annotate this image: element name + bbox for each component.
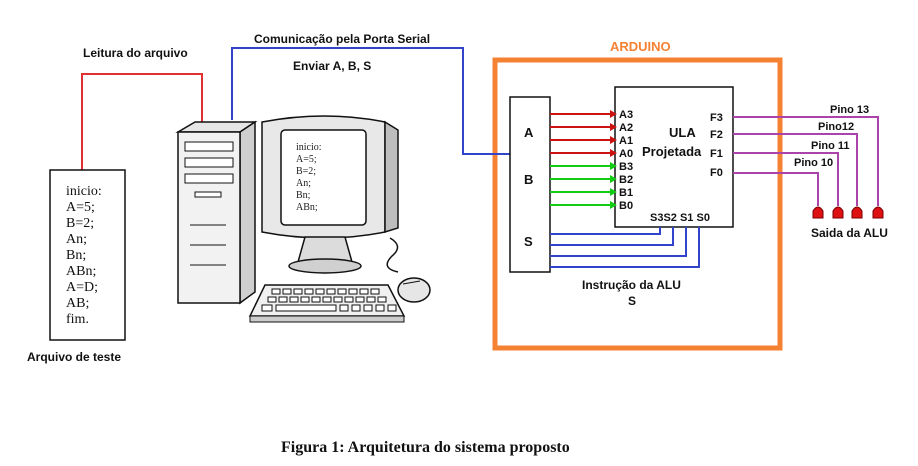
alu-output-label: F3 bbox=[710, 112, 723, 124]
mouse-icon bbox=[386, 237, 431, 303]
alu-title-line1: ULA bbox=[669, 125, 696, 140]
f-output-lines bbox=[733, 116, 879, 206]
a-input-lines bbox=[550, 110, 617, 157]
pin-label: Pino 10 bbox=[794, 157, 833, 169]
arduino-frame bbox=[492, 57, 783, 351]
alu-output-labels: F3 F2 F1 F0 bbox=[710, 112, 723, 179]
alu-input-label: A2 bbox=[619, 122, 633, 134]
test-file-paper bbox=[49, 169, 126, 341]
led-icon bbox=[812, 206, 824, 219]
alu-instruction-label: Instrução da ALU bbox=[582, 278, 681, 292]
alu-box bbox=[614, 86, 734, 228]
test-file-content: inicio: A=5; B=2; An; Bn; ABn; A=D; AB; … bbox=[66, 184, 102, 327]
alu-input-label: B1 bbox=[619, 187, 633, 199]
alu-output-label: F0 bbox=[710, 167, 723, 179]
alu-input-label: A0 bbox=[619, 148, 633, 160]
led-icon bbox=[851, 206, 863, 219]
alu-input-label: A1 bbox=[619, 135, 633, 147]
monitor-line: inicio: bbox=[296, 142, 322, 153]
test-file-line: A=D; bbox=[66, 280, 98, 295]
test-file-line: ABn; bbox=[66, 264, 96, 279]
alu-output-label: Saida da ALU bbox=[811, 226, 888, 240]
test-file-line: B=2; bbox=[66, 216, 94, 231]
monitor-line: An; bbox=[296, 178, 311, 189]
alu-select-label: S3S2 S1 S0 bbox=[650, 212, 710, 224]
serial-comm-label: Comunicação pela Porta Serial bbox=[254, 32, 430, 46]
bus-label-a: A bbox=[524, 125, 534, 140]
led-icon bbox=[872, 206, 884, 219]
bus-connector bbox=[509, 96, 551, 273]
arduino-label: ARDUINO bbox=[610, 39, 671, 54]
monitor-screen-text: inicio: A=5; B=2; An; Bn; ABn; bbox=[296, 142, 322, 213]
monitor-line: A=5; bbox=[296, 154, 317, 165]
alu-instruction-s-label: S bbox=[628, 294, 636, 308]
test-file-label: Arquivo de teste bbox=[27, 350, 121, 364]
alu-title-line2: Projetada bbox=[642, 144, 702, 159]
send-abs-label: Enviar A, B, S bbox=[293, 59, 371, 73]
alu-input-labels: A3 A2 A1 A0 B3 B2 B1 B0 bbox=[619, 109, 633, 212]
serial-wire bbox=[231, 47, 510, 155]
test-file-line: Bn; bbox=[66, 248, 86, 263]
pin-label: Pino12 bbox=[818, 121, 854, 133]
monitor-line: B=2; bbox=[296, 166, 316, 177]
monitor-icon bbox=[261, 115, 399, 274]
keyboard-icon bbox=[248, 284, 406, 323]
monitor-line: Bn; bbox=[296, 190, 311, 201]
monitor-line: ABn; bbox=[296, 202, 318, 213]
figure-caption: Figura 1: Arquitetura do sistema propost… bbox=[281, 439, 570, 456]
test-file-line: An; bbox=[66, 232, 87, 247]
read-file-label: Leitura do arquivo bbox=[83, 46, 188, 60]
test-file-line: fim. bbox=[66, 312, 89, 327]
alu-input-label: A3 bbox=[619, 109, 633, 121]
pin-labels: Pino 13 Pino12 Pino 11 Pino 10 bbox=[794, 104, 869, 169]
test-file-line: AB; bbox=[66, 296, 89, 311]
alu-input-label: B2 bbox=[619, 174, 633, 186]
test-file-line: A=5; bbox=[66, 200, 95, 215]
pin-label: Pino 13 bbox=[830, 104, 869, 116]
bus-label-s: S bbox=[524, 234, 533, 249]
read-file-wire bbox=[81, 73, 203, 170]
computer-tower-icon bbox=[175, 120, 258, 305]
alu-output-label: F1 bbox=[710, 148, 723, 160]
b-input-lines bbox=[550, 162, 617, 209]
led-icon bbox=[832, 206, 844, 219]
led-icons bbox=[812, 206, 884, 219]
bus-label-b: B bbox=[524, 172, 533, 187]
alu-output-label: F2 bbox=[710, 129, 723, 141]
s-select-lines bbox=[550, 227, 700, 268]
alu-input-label: B3 bbox=[619, 161, 633, 173]
test-file-line: inicio: bbox=[66, 184, 102, 199]
pin-label: Pino 11 bbox=[811, 140, 850, 152]
alu-input-label: B0 bbox=[619, 200, 633, 212]
